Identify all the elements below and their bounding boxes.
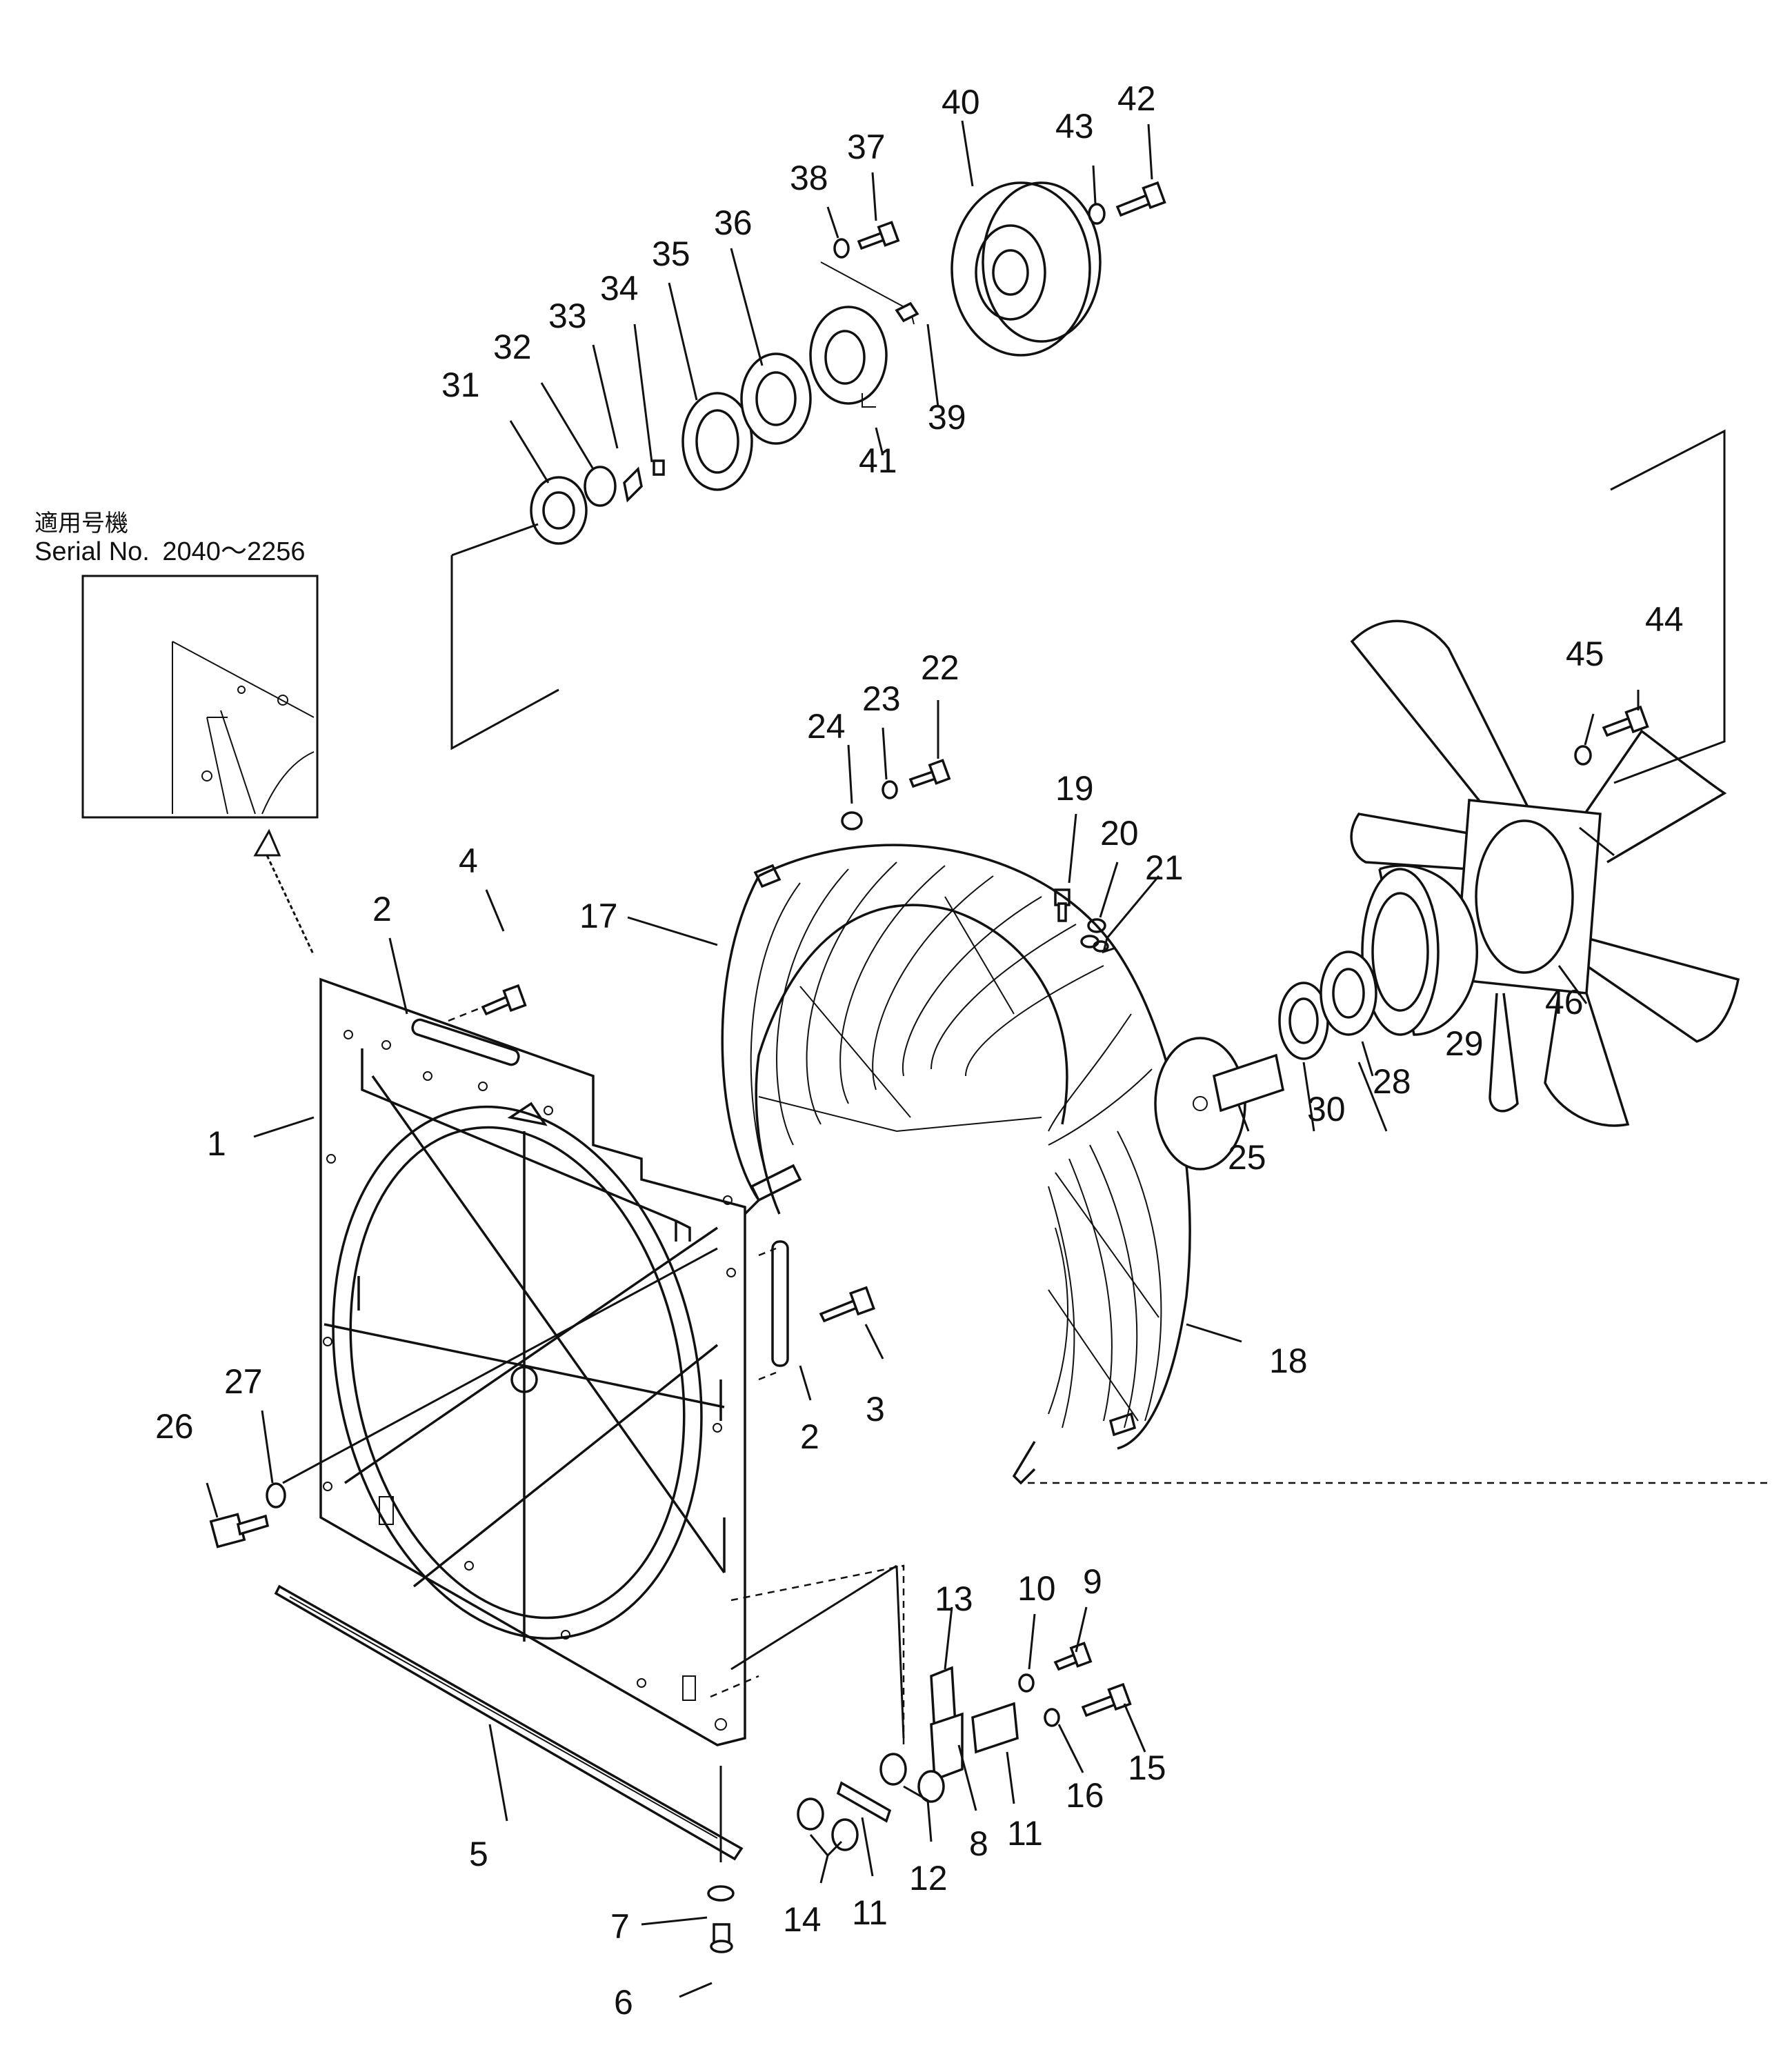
- callout-numbers: 1 2 2 3 4 5 6 7 8 9 10 11 11 12 13 14 15…: [155, 79, 1684, 2022]
- fan-assembly: [1350, 619, 1740, 1127]
- applicability-inset: 適用号機 Serial No. 2040～2256: [34, 510, 319, 956]
- callout-37: 37: [847, 128, 886, 166]
- callout-40: 40: [942, 83, 980, 121]
- callout-22: 22: [921, 648, 959, 687]
- callout-18: 18: [1269, 1342, 1308, 1380]
- callout-5: 5: [469, 1835, 488, 1873]
- fan-guard: [721, 844, 1191, 1485]
- inset-arrow-shaft: [266, 855, 315, 956]
- applicability-label: 適用号機: [34, 510, 128, 537]
- callout-16: 16: [1066, 1776, 1104, 1815]
- bracket-lower: [771, 1240, 789, 1367]
- callout-36: 36: [714, 203, 753, 242]
- callout-6: 6: [614, 1983, 633, 2022]
- callout-25: 25: [1228, 1138, 1266, 1177]
- callout-2: 2: [800, 1417, 819, 1456]
- bracket-upper: [411, 1018, 520, 1066]
- callout-31: 31: [441, 366, 480, 404]
- callout-19: 19: [1055, 769, 1094, 808]
- inset-arrow-head: [253, 828, 281, 857]
- callout-34: 34: [600, 269, 639, 308]
- callout-27: 27: [224, 1362, 263, 1401]
- callout-29: 29: [1445, 1024, 1484, 1063]
- callout-38: 38: [790, 159, 828, 197]
- inset-frame: [81, 575, 319, 819]
- callout-12: 12: [909, 1859, 948, 1897]
- callout-42: 42: [1117, 79, 1156, 118]
- callout-33: 33: [548, 297, 587, 335]
- callout-8: 8: [969, 1824, 988, 1863]
- callout-26: 26: [155, 1407, 194, 1446]
- callout-3: 3: [866, 1390, 885, 1428]
- callout-20: 20: [1100, 814, 1139, 853]
- callout-28: 28: [1373, 1062, 1411, 1101]
- hardware-bolts: [209, 181, 1649, 1717]
- callout-44: 44: [1645, 600, 1684, 639]
- hardware-washers: [266, 203, 1592, 1953]
- callout-35: 35: [652, 235, 690, 273]
- svg-text:Serial No. 2040～2256: Serial No. 2040～2256: [34, 537, 305, 566]
- callout-9: 9: [1083, 1562, 1102, 1601]
- inset-detail: [172, 641, 315, 815]
- callout-23: 23: [862, 679, 901, 718]
- callout-11: 11: [1007, 1814, 1043, 1853]
- callout-39: 39: [928, 398, 966, 437]
- serial-range: 2040～2256: [162, 537, 305, 566]
- shaft-bearings: [1154, 950, 1377, 1171]
- callout-21: 21: [1145, 848, 1184, 887]
- callout-46: 46: [1545, 983, 1584, 1022]
- callout-24: 24: [807, 707, 846, 746]
- callout-1: 1: [207, 1124, 226, 1163]
- mounting-hardware: [797, 1666, 1019, 1851]
- callout-32: 32: [493, 328, 532, 366]
- fan-shroud-plate: [319, 977, 759, 1746]
- callout-17: 17: [579, 897, 618, 935]
- callout-2: 2: [372, 890, 392, 928]
- callout-10: 10: [1017, 1569, 1056, 1608]
- serial-prefix: Serial No.: [34, 537, 150, 566]
- callout-41: 41: [859, 441, 897, 480]
- callout-4: 4: [459, 841, 478, 880]
- callout-14: 14: [783, 1900, 822, 1939]
- callout-15: 15: [1128, 1749, 1166, 1787]
- callout-43: 43: [1055, 107, 1094, 146]
- callout-13: 13: [935, 1580, 973, 1618]
- pulley-group: [530, 181, 1102, 545]
- callout-11: 11: [852, 1893, 888, 1932]
- callout-30: 30: [1307, 1090, 1346, 1128]
- callout-45: 45: [1566, 635, 1604, 673]
- leader-lines: [206, 120, 1772, 1998]
- callout-7: 7: [610, 1907, 630, 1946]
